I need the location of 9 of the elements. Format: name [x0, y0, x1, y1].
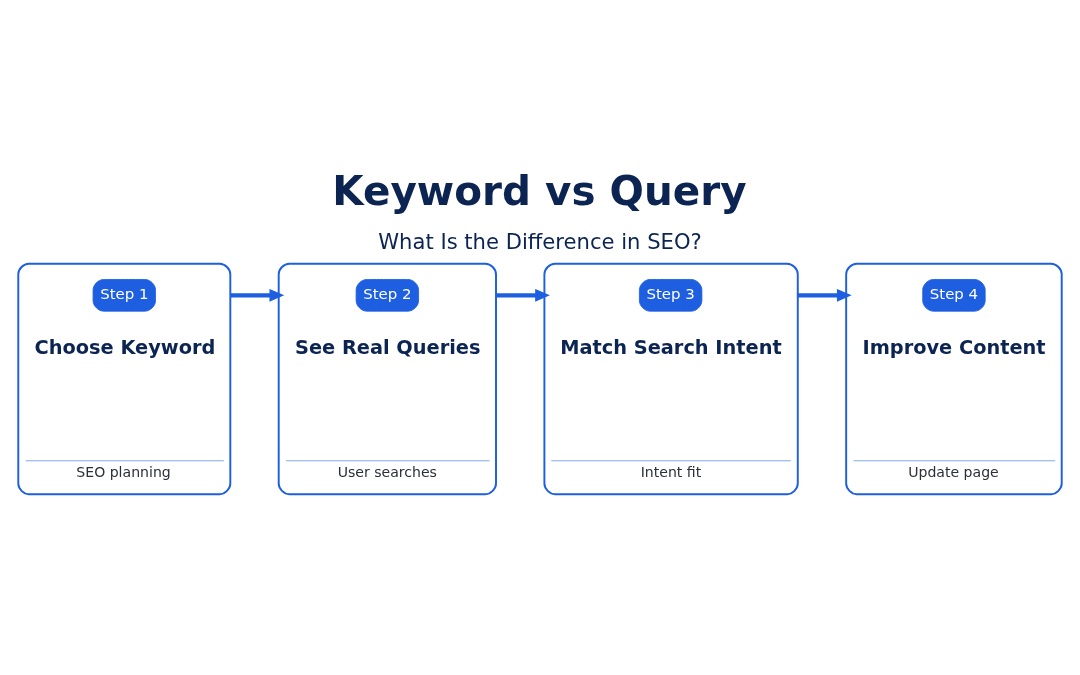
node-box: Step 3: [638, 278, 703, 312]
arrow: [797, 288, 852, 302]
diagram-title: Keyword vs Query: [332, 166, 747, 215]
node-box: Step 4: [922, 278, 986, 312]
node-box: Step 1: [92, 278, 156, 312]
label: What Is the Difference in SEO?: [378, 228, 702, 254]
arrow: [496, 288, 550, 302]
arrow: [230, 288, 285, 302]
node-box: Step 2: [355, 278, 420, 312]
